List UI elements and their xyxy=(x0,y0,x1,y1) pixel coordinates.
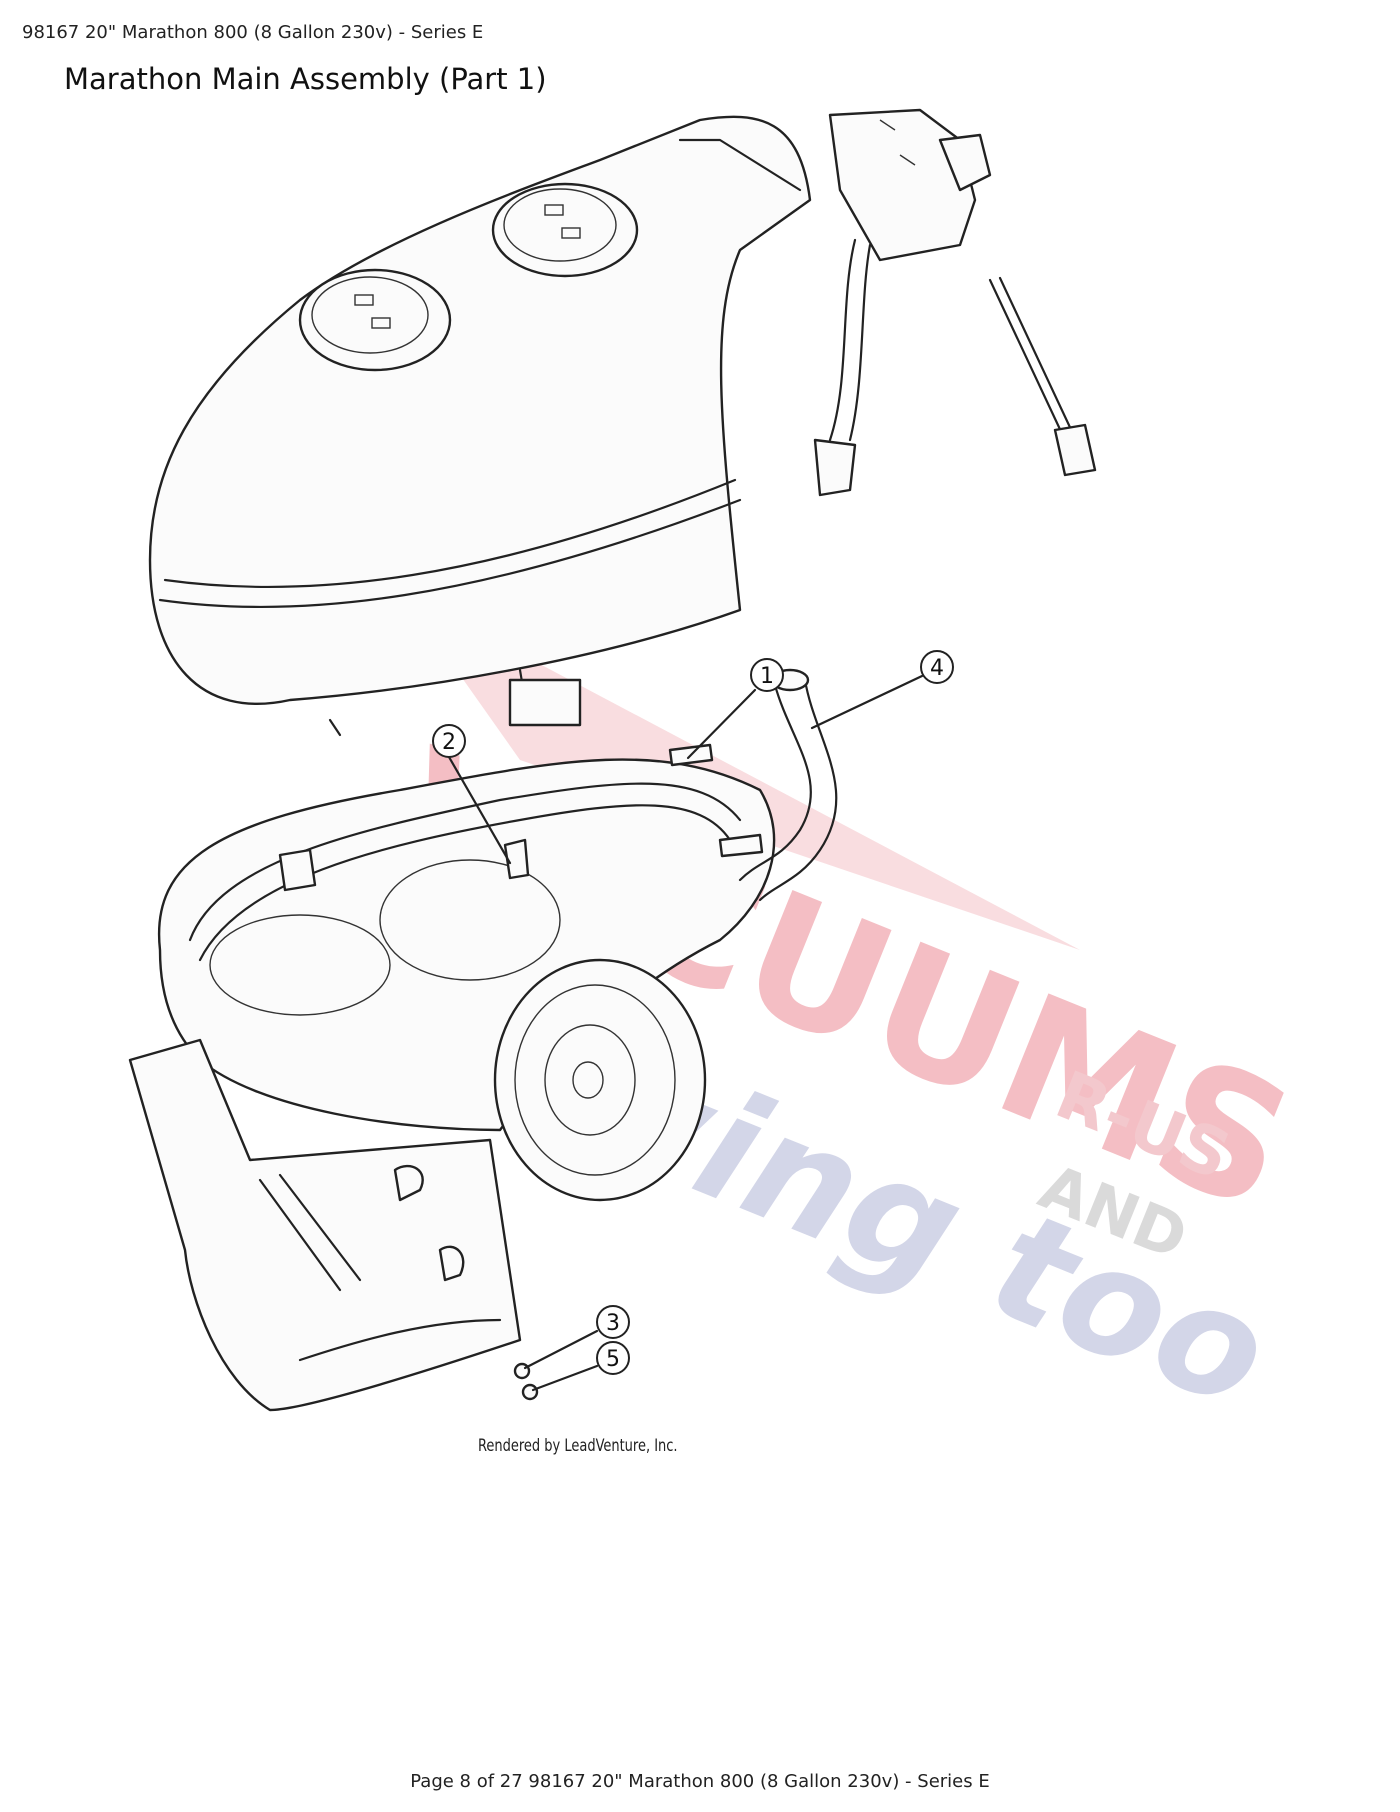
callout-3-circle xyxy=(596,1305,630,1339)
callout-1-circle xyxy=(750,658,784,692)
recovery-tank-upper xyxy=(148,115,812,737)
callout-4-circle xyxy=(920,650,954,684)
front-plate xyxy=(128,1038,522,1412)
section-title: Marathon Main Assembly (Part 1) xyxy=(64,62,547,96)
hose-part-4 xyxy=(738,668,838,902)
handle-switch-box xyxy=(813,108,1097,497)
callouts: 1 2 3 4 5 xyxy=(432,650,954,1392)
base-assembly xyxy=(157,743,776,1132)
callout-2: 2 xyxy=(442,730,456,755)
exploded-parts-diagram: VACUUMS R-US AND Sewing too xyxy=(0,90,1400,1490)
callout-5: 5 xyxy=(606,1347,620,1372)
page-footer: Page 8 of 27 98167 20" Marathon 800 (8 G… xyxy=(410,1771,990,1792)
wheel xyxy=(493,958,707,1202)
callout-5-circle xyxy=(596,1341,630,1375)
hardware-parts-3-5 xyxy=(513,1362,539,1401)
callout-4: 4 xyxy=(930,656,944,681)
render-credit: Rendered by LeadVenture, Inc. xyxy=(478,1436,678,1456)
callout-3: 3 xyxy=(606,1311,620,1336)
callout-2-circle xyxy=(432,724,466,758)
callout-1: 1 xyxy=(760,664,774,689)
document-header: 98167 20" Marathon 800 (8 Gallon 230v) -… xyxy=(22,22,484,43)
